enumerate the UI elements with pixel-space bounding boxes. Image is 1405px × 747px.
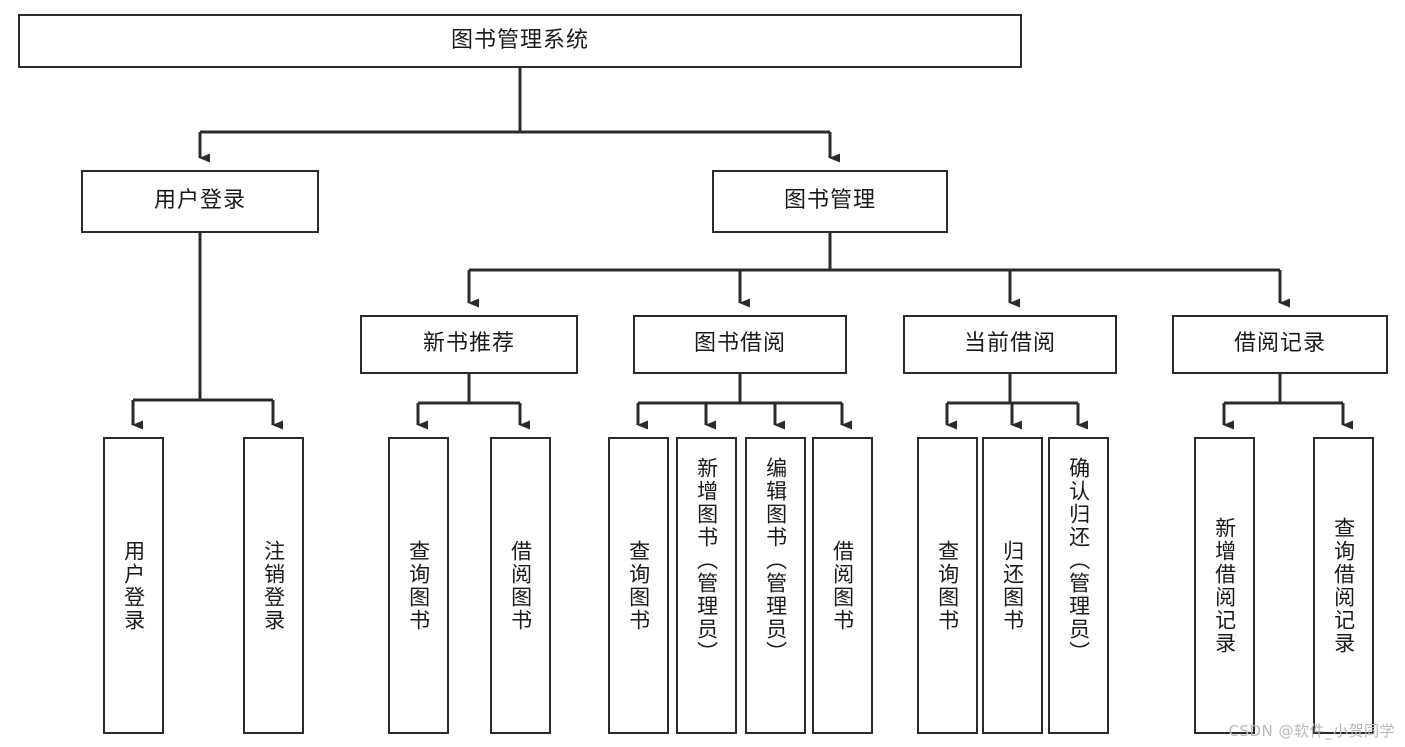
node-new-book-recommend[interactable]: 新书推荐 (360, 315, 578, 374)
node-label: 确认归还（管理员） (1066, 457, 1091, 664)
node-label: 编辑图书（管理员） (763, 457, 788, 664)
node-label: 图书借阅 (693, 331, 786, 357)
node-label: 借阅图书 (830, 539, 855, 632)
node-label: 借阅图书 (508, 539, 533, 632)
node-label: 图书管理系统 (450, 27, 589, 53)
node-user-login[interactable]: 用户登录 (81, 170, 319, 233)
watermark-text: CSDN @软件_小贺同学 (1228, 722, 1395, 740)
node-current-borrow[interactable]: 当前借阅 (903, 315, 1117, 374)
node-borrow-record[interactable]: 借阅记录 (1172, 315, 1388, 374)
node-leaf-add-borrow-record[interactable]: 新增借阅记录 (1194, 437, 1255, 734)
node-label: 当前借阅 (963, 331, 1056, 357)
node-label: 归还图书 (1000, 539, 1025, 632)
node-label: 借阅记录 (1233, 331, 1326, 357)
node-leaf-edit-book[interactable]: 编辑图书（管理员） (745, 437, 806, 734)
node-leaf-add-book[interactable]: 新增图书（管理员） (676, 437, 737, 734)
node-label: 查询图书 (935, 539, 960, 632)
node-label: 新增借阅记录 (1212, 516, 1237, 655)
node-leaf-logout-login[interactable]: 注销登录 (243, 437, 304, 734)
node-leaf-query-book-borrow[interactable]: 查询图书 (608, 437, 669, 734)
node-label: 用户登录 (121, 539, 146, 632)
node-label: 查询借阅记录 (1331, 516, 1356, 655)
node-book-management[interactable]: 图书管理 (712, 170, 948, 233)
node-leaf-query-book-current[interactable]: 查询图书 (917, 437, 978, 734)
node-leaf-query-book-recommend[interactable]: 查询图书 (388, 437, 449, 734)
node-leaf-user-login[interactable]: 用户登录 (103, 437, 164, 734)
node-leaf-return-book[interactable]: 归还图书 (982, 437, 1043, 734)
node-leaf-query-borrow-record[interactable]: 查询借阅记录 (1313, 437, 1374, 734)
node-leaf-borrow-book-recommend[interactable]: 借阅图书 (490, 437, 551, 734)
node-label: 新书推荐 (422, 331, 515, 357)
node-label: 图书管理 (783, 188, 876, 214)
node-label: 注销登录 (261, 539, 286, 632)
node-label: 用户登录 (153, 188, 246, 214)
node-root-book-management-system[interactable]: 图书管理系统 (18, 14, 1022, 68)
node-leaf-confirm-return[interactable]: 确认归还（管理员） (1048, 437, 1109, 734)
node-label: 新增图书（管理员） (694, 457, 719, 664)
node-label: 查询图书 (406, 539, 431, 632)
node-book-borrow[interactable]: 图书借阅 (633, 315, 847, 374)
node-label: 查询图书 (626, 539, 651, 632)
node-leaf-borrow-book[interactable]: 借阅图书 (812, 437, 873, 734)
